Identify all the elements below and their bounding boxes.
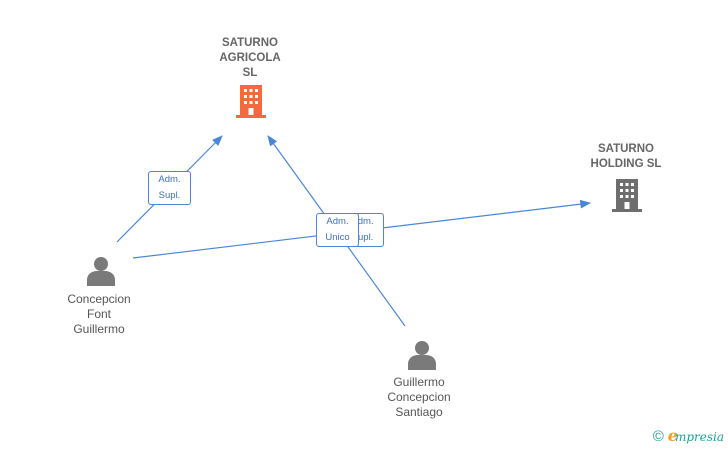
company-label-saturno-agricola[interactable]: SATURNO AGRICOLA SL [219,37,281,79]
copyright-icon: © [652,427,664,445]
relationship-label: Adm. Supl. [148,171,191,205]
brand-initial: e [667,426,678,445]
person-label-concepcion-font[interactable]: Concepcion Font Guillermo [67,292,131,336]
person-icon[interactable] [87,257,115,286]
relationship-label: Adm. Unico [316,213,359,247]
company-label-saturno-holding[interactable]: SATURNO HOLDING SL [590,143,662,170]
brand-logo[interactable]: empresia [668,426,724,446]
brand-name: mpresia [674,430,724,444]
building-icon[interactable] [612,179,642,212]
person-label-guillermo-concepcion[interactable]: Guillermo Concepcion Santiago [387,375,451,419]
person-icon[interactable] [408,341,436,370]
brand-footer: © empresia [653,426,724,446]
building-icon[interactable] [236,85,266,118]
